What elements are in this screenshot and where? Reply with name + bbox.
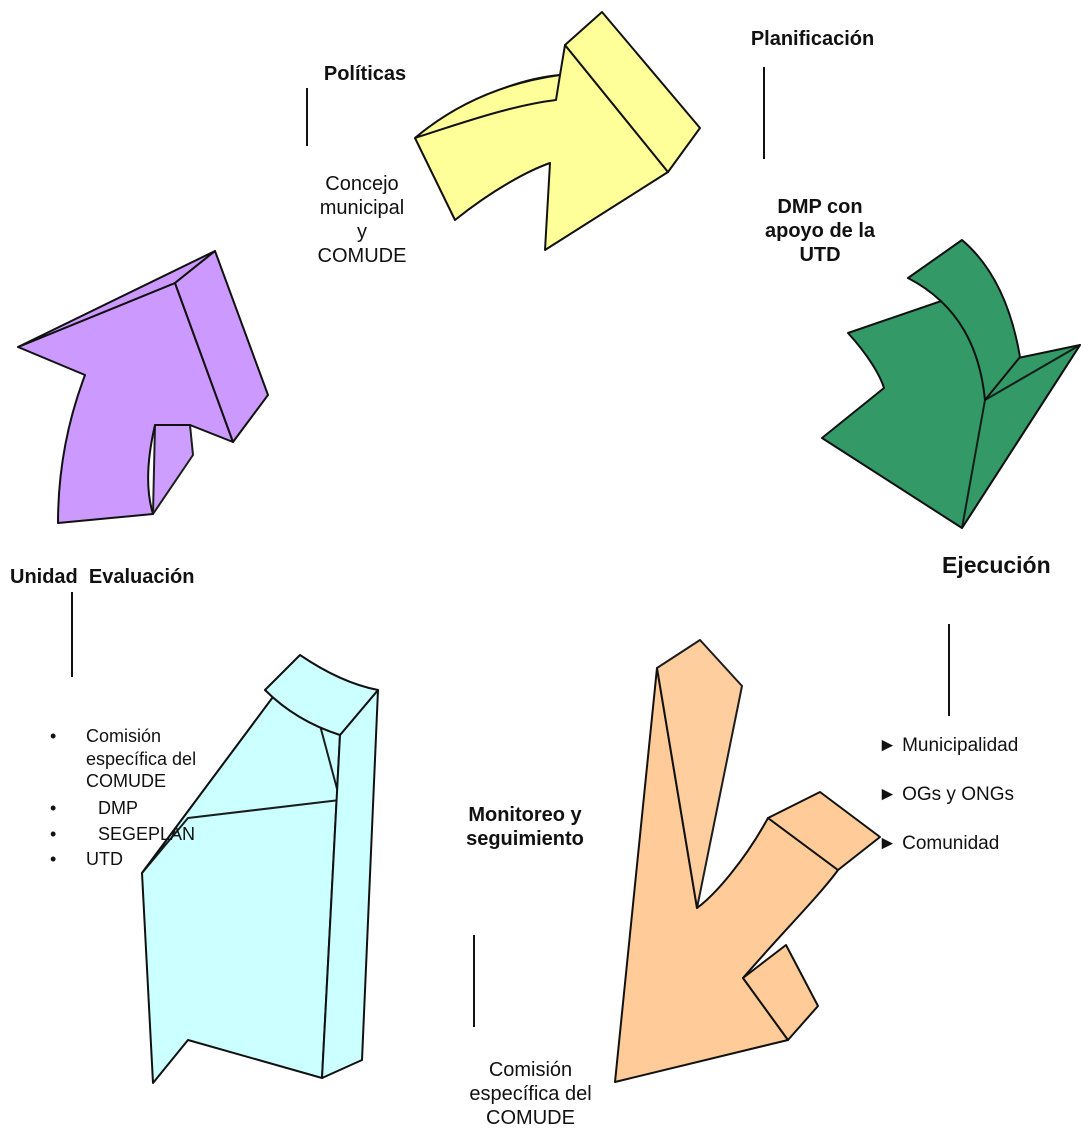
arrow-evaluacion-to-politicas xyxy=(17,250,269,524)
connector-line-ejecucion xyxy=(948,624,950,716)
triangle-bullet-icon: ► xyxy=(878,783,897,805)
bullet-icon: • xyxy=(50,824,57,844)
connector-line-planificacion xyxy=(763,67,765,159)
stage-title-politicas: Políticas xyxy=(323,63,407,85)
arrow-planificacion-to-ejecucion xyxy=(821,239,1081,529)
triangle-bullet-icon: ► xyxy=(878,735,897,756)
bullet-icon: • xyxy=(50,848,57,869)
bullet-icon: • xyxy=(50,797,57,818)
actor-line: apoyo de la xyxy=(764,220,876,242)
actor-line: Concejo xyxy=(325,173,399,195)
actor-line: COMUDE xyxy=(317,245,407,267)
connector-line-politicas xyxy=(306,88,308,146)
actor-line: municipal xyxy=(319,197,405,219)
bullet-icon: • xyxy=(50,726,57,746)
list-item: • DMP xyxy=(50,797,138,818)
actor-line: COMUDE xyxy=(486,1107,575,1129)
actor-line: UTD xyxy=(799,244,841,266)
triangle-bullet-icon: ► xyxy=(878,832,897,854)
actor-block-politicas: Concejo municipal y COMUDE xyxy=(292,172,432,268)
arrow-monitoreo-to-evaluacion xyxy=(141,654,379,1084)
list-item: ► Municipalidad xyxy=(878,735,1019,756)
actor-line: DMP con xyxy=(777,196,863,218)
list-item: • SEGEPLAN xyxy=(50,824,196,844)
connector-line-monitoreo xyxy=(473,935,475,1027)
actor-line: Comisión xyxy=(488,1059,573,1081)
actor-block-monitoreo: Comisión específica del COMUDE xyxy=(448,1058,613,1130)
stage-title-monitoreo: Monitoreo y seguimiento xyxy=(466,804,584,850)
list-item: • Comisión específica del COMUDE xyxy=(50,726,197,791)
stage-title-planificacion: Planificación xyxy=(750,28,875,50)
actor-line: y xyxy=(357,221,367,243)
list-item: ► OGs y ONGs xyxy=(878,783,1014,805)
connector-line-evaluacion xyxy=(71,592,73,677)
arrow-ejecucion-to-monitoreo xyxy=(614,639,881,1083)
stage-title-evaluacion: Unidad Evaluación xyxy=(10,566,195,588)
stage-title-ejecucion: Ejecución xyxy=(942,552,1051,578)
actor-block-planificacion: DMP con apoyo de la UTD xyxy=(735,195,905,267)
actor-list-evaluacion: • Comisión específica del COMUDE • DMP •… xyxy=(50,725,196,870)
list-item: • UTD xyxy=(50,848,123,869)
arrow-politicas-to-planificacion xyxy=(414,11,701,251)
list-item: ► Comunidad xyxy=(878,832,1000,854)
actor-line: específica del xyxy=(469,1083,592,1105)
actor-list-ejecucion: ► Municipalidad ► OGs y ONGs ► Comunidad xyxy=(878,734,1018,855)
